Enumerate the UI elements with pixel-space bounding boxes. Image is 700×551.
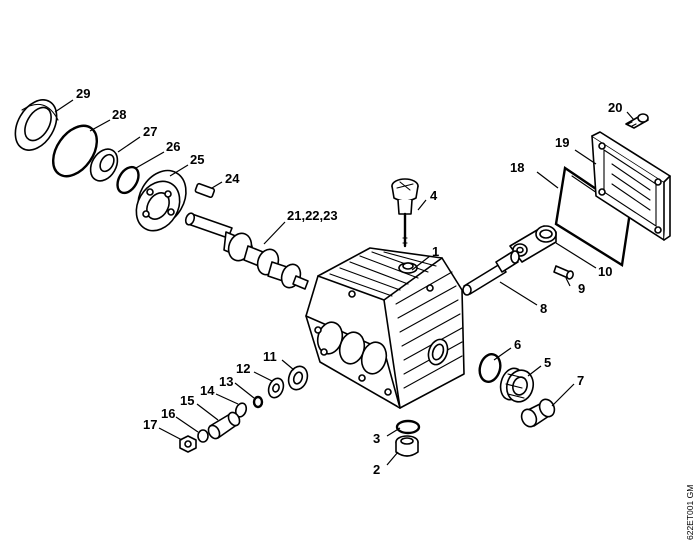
- callout-24: 24: [225, 171, 240, 186]
- callout-26: 26: [166, 139, 180, 154]
- part-7-cap: [520, 398, 556, 428]
- callout-15: 15: [180, 393, 194, 408]
- callout-5: 5: [544, 355, 551, 370]
- part-21-23-crankshaft: [184, 212, 309, 290]
- part-17-nut: [179, 435, 197, 453]
- part-2-drain-plug: [395, 435, 419, 457]
- callout-13: 13: [219, 374, 233, 389]
- callout-28: 28: [112, 107, 126, 122]
- part-5-plug: [499, 367, 535, 403]
- callout-labels: 29 28 27 26 25 24 21,22,23 4 1 18 19 20 …: [76, 86, 622, 477]
- callout-8: 8: [540, 301, 547, 316]
- callout-3: 3: [373, 431, 380, 446]
- part-3-o-ring: [395, 419, 421, 435]
- callout-9: 9: [578, 281, 585, 296]
- part-15-sleeve: [207, 411, 241, 440]
- part-11-seal: [287, 365, 309, 391]
- callout-2: 2: [373, 462, 380, 477]
- callout-20: 20: [608, 100, 622, 115]
- part-26-ring: [116, 165, 140, 195]
- callout-29: 29: [76, 86, 90, 101]
- callout-25: 25: [190, 152, 204, 167]
- callout-12: 12: [236, 361, 250, 376]
- part-27-bushing: [89, 148, 119, 182]
- part-28-o-ring: [51, 124, 99, 178]
- housing-front-bores: [305, 315, 401, 409]
- callout-1: 1: [432, 244, 439, 259]
- part-24-key: [194, 182, 216, 199]
- part-6-o-ring: [478, 353, 502, 383]
- part-1-crankcase: [305, 247, 465, 409]
- part-9-pin: [553, 265, 574, 280]
- callout-17: 17: [143, 417, 157, 432]
- housing-fins: [329, 251, 463, 389]
- part-20-screw: [625, 113, 649, 129]
- callout-16: 16: [161, 406, 175, 421]
- part-29-seal: [14, 99, 59, 151]
- callout-27: 27: [143, 124, 157, 139]
- part-19-rear-cover: [591, 131, 671, 241]
- callout-4: 4: [430, 188, 438, 203]
- part-13-o-ring: [252, 395, 264, 409]
- callout-21-22-23: 21,22,23: [287, 208, 338, 223]
- part-25-bearing: [135, 169, 187, 232]
- callout-7: 7: [577, 373, 584, 388]
- callout-10: 10: [598, 264, 612, 279]
- part-8-plunger: [462, 250, 520, 296]
- part-16-washer: [197, 429, 209, 443]
- callout-14: 14: [200, 383, 215, 398]
- part-4-dipstick: [391, 178, 419, 248]
- drawing-code: 622ET001 GM: [685, 485, 695, 540]
- callout-18: 18: [510, 160, 524, 175]
- callout-19: 19: [555, 135, 569, 150]
- leader-lines: [54, 99, 635, 466]
- part-12-washer: [267, 377, 285, 399]
- callout-11: 11: [263, 349, 277, 364]
- callout-6: 6: [514, 337, 521, 352]
